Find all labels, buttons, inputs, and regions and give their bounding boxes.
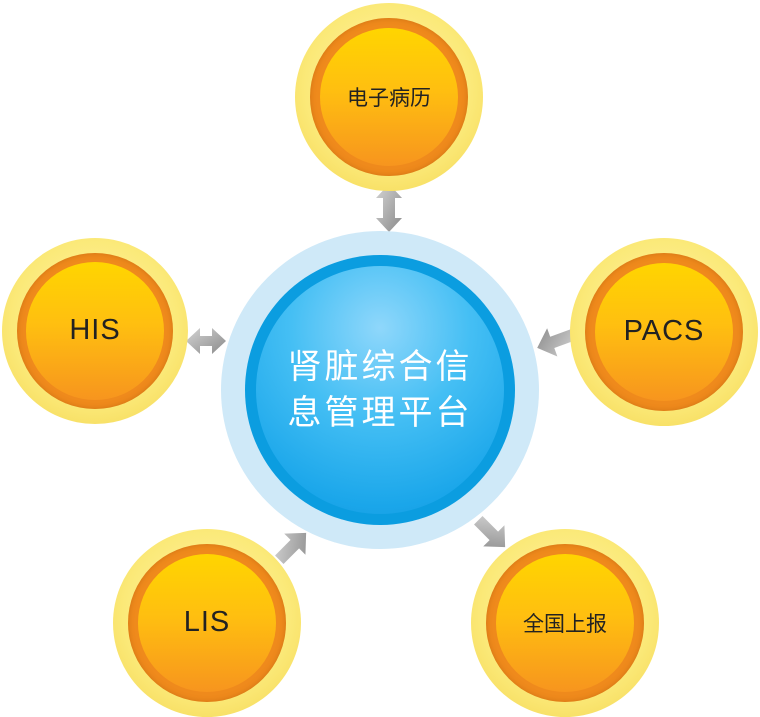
node-his-ring: HIS — [16, 252, 174, 410]
node-emr-core: 电子病历 — [319, 27, 459, 167]
node-report: 全国上报 — [471, 529, 659, 717]
hub-ring: 肾脏综合信 息管理平台 — [244, 254, 516, 526]
node-his-label: HIS — [69, 314, 121, 347]
node-report-ring: 全国上报 — [486, 544, 644, 702]
arrow-emr-hub — [376, 184, 402, 232]
node-lis-core: LIS — [137, 553, 277, 693]
arrow-his-hub — [186, 328, 226, 354]
arrow-lis-hub — [275, 532, 307, 564]
hub-core: 肾脏综合信 息管理平台 — [255, 265, 505, 515]
node-pacs: PACS — [570, 238, 758, 426]
node-his: HIS — [2, 238, 188, 424]
node-pacs-ring: PACS — [585, 253, 743, 411]
node-pacs-core: PACS — [594, 262, 734, 402]
node-his-core: HIS — [26, 262, 164, 400]
hub-title-line-1: 肾脏综合信 — [287, 346, 473, 387]
node-emr-label: 电子病历 — [346, 85, 431, 110]
node-emr: 电子病历 — [295, 3, 483, 191]
node-lis-ring: LIS — [128, 544, 286, 702]
hub-title-line-2: 息管理平台 — [287, 392, 473, 433]
hub-circle: 肾脏综合信 息管理平台 — [221, 231, 539, 549]
node-emr-ring: 电子病历 — [310, 18, 468, 176]
node-report-label: 全国上报 — [522, 611, 607, 636]
node-pacs-label: PACS — [623, 315, 705, 348]
arrow-hub-report — [474, 516, 506, 548]
node-report-core: 全国上报 — [495, 553, 635, 693]
node-lis: LIS — [113, 529, 301, 717]
arrow-pacs-hub — [537, 328, 577, 357]
node-lis-label: LIS — [183, 606, 231, 639]
